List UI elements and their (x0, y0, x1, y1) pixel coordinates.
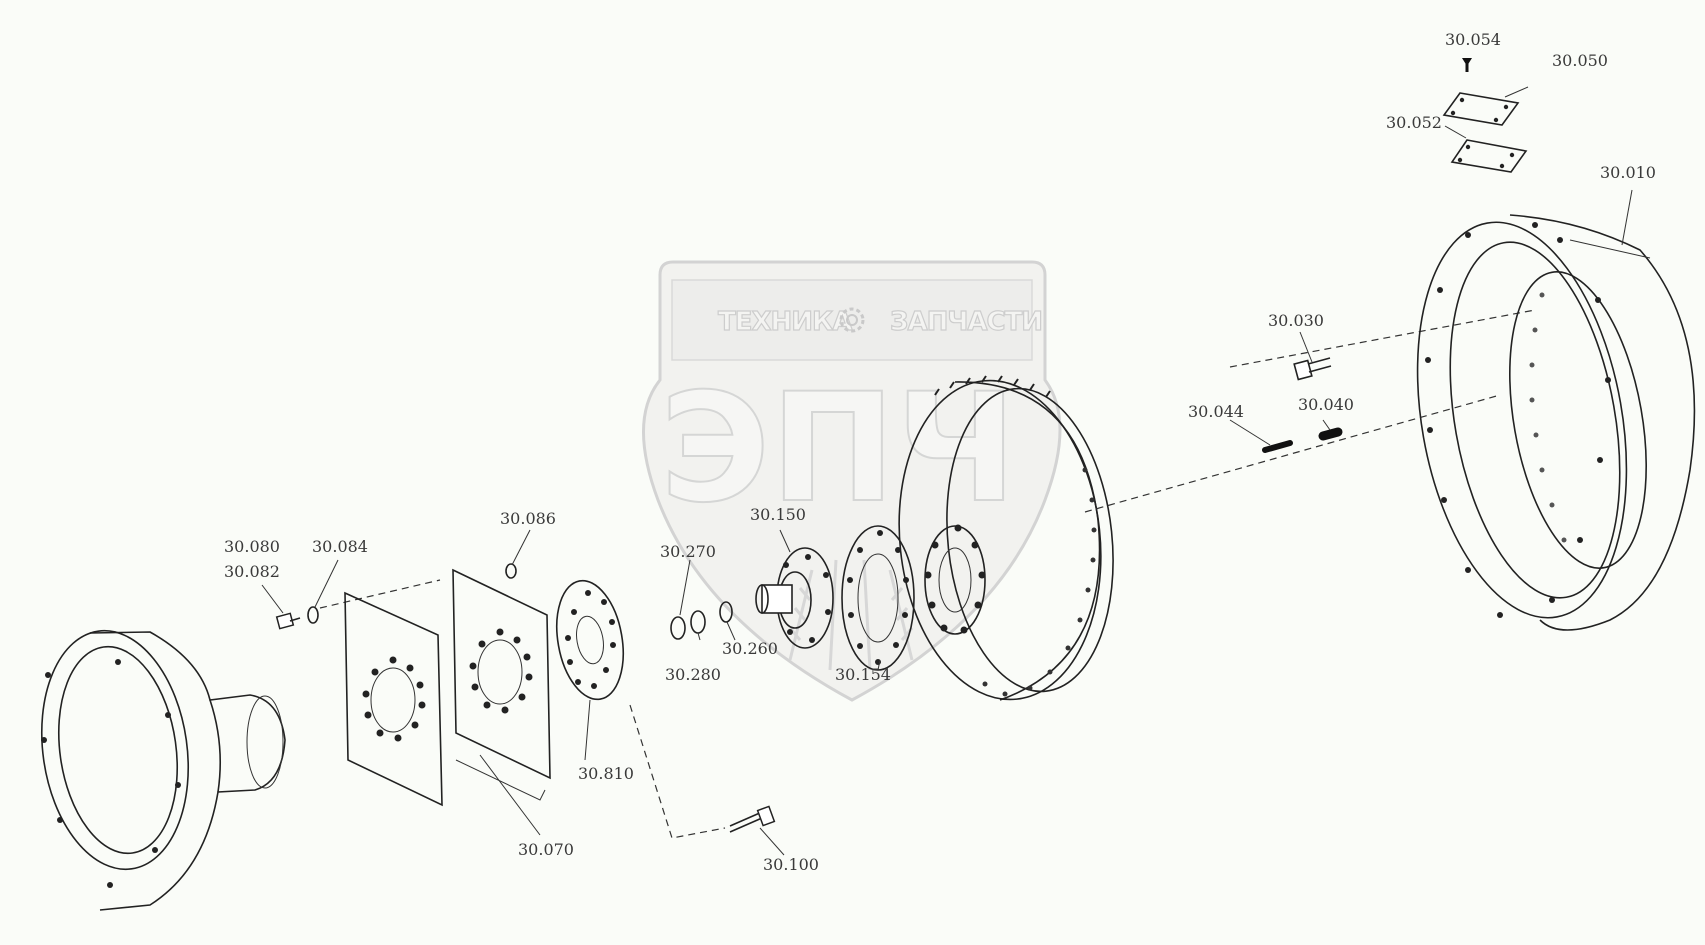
label-30150: 30.150 (750, 505, 806, 524)
label-30010: 30.010 (1600, 163, 1656, 182)
disc-30810-part (556, 579, 624, 701)
o-ring-30270-part (670, 616, 686, 640)
bolt-30100-part (729, 805, 776, 833)
assembly-line (629, 704, 726, 839)
watermark-logo: ТЕХНИКА ЗАПЧАСТИ ЭПЧ (642, 260, 1062, 702)
label-30082: 30.082 (224, 562, 280, 581)
pin-30040-part (1318, 427, 1343, 441)
label-30070: 30.070 (518, 840, 574, 859)
gasket-plate-part (344, 591, 443, 807)
label-30050: 30.050 (1552, 51, 1608, 70)
label-30810: 30.810 (578, 764, 634, 783)
nut-30086-part (505, 563, 517, 579)
watermark-brand-right: ЗАПЧАСТИ (890, 307, 1042, 337)
label-30154: 30.154 (835, 665, 891, 684)
bolt-30080-part (275, 612, 301, 630)
label-30270: 30.270 (660, 542, 716, 561)
label-30280: 30.280 (665, 665, 721, 684)
label-30040: 30.040 (1298, 395, 1354, 414)
flywheel-part (898, 375, 1114, 701)
assembly-line (1229, 309, 1536, 368)
washer-30084-part (307, 606, 319, 624)
pin-30044-part (1262, 440, 1293, 453)
watermark-logo-letters: ЭПЧ (660, 362, 1017, 536)
label-30044: 30.044 (1188, 402, 1244, 421)
screw-30054-part (1462, 58, 1472, 72)
cover-plate-30050-part (1442, 92, 1520, 126)
o-ring-30280-part (690, 610, 706, 634)
leader-lines (261, 86, 1633, 856)
gear-icon (839, 307, 865, 333)
gasket-plate-part (452, 568, 551, 801)
label-30086: 30.086 (500, 509, 556, 528)
label-30084: 30.084 (312, 537, 368, 556)
bell-housing-part (40, 629, 286, 911)
housing-ring-30010-part (1416, 214, 1696, 631)
assembly-line (319, 579, 441, 609)
label-30054: 30.054 (1445, 30, 1501, 49)
label-30080: 30.080 (224, 537, 280, 556)
label-30100: 30.100 (763, 855, 819, 874)
part-labels: 30.054 30.050 30.052 30.010 30.030 30.04… (224, 30, 1656, 874)
watermark-brand-left: ТЕХНИКА (718, 307, 852, 337)
label-30260: 30.260 (722, 639, 778, 658)
hub-30150-part (755, 547, 834, 649)
cover-plate-30052-part (1450, 139, 1528, 173)
label-30030: 30.030 (1268, 311, 1324, 330)
seal-30260-part (719, 601, 733, 623)
bolt-30030-part (1293, 357, 1332, 381)
label-30052: 30.052 (1386, 113, 1442, 132)
